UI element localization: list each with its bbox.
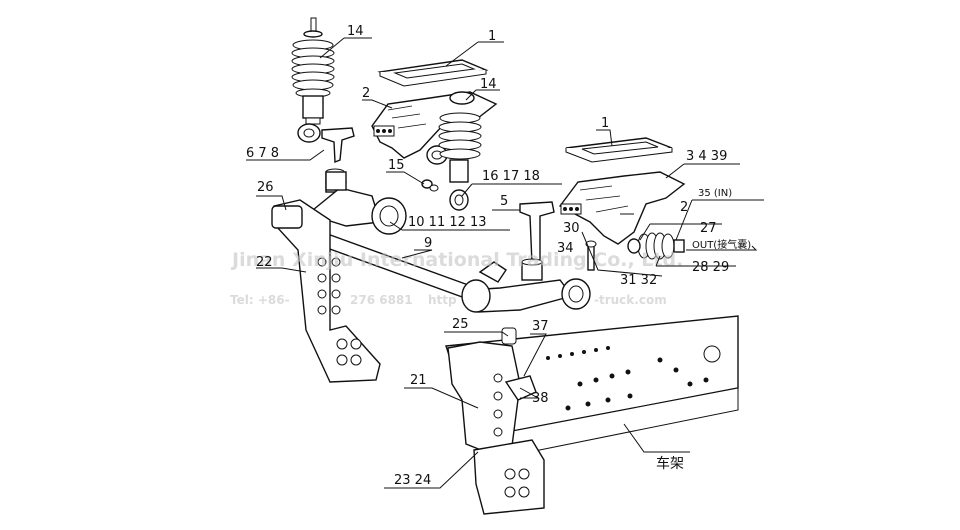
watermark-line4: http — [428, 293, 457, 307]
label-28-29: 28 29 — [692, 260, 729, 275]
mounting-plate-right — [565, 137, 673, 163]
label-26: 26 — [257, 180, 274, 195]
mounting-plate-top — [377, 59, 489, 87]
watermark-line3: 276 6881 — [350, 293, 413, 307]
label-1-top: 1 — [488, 29, 496, 44]
label-27: 27 — [700, 221, 717, 236]
label-10-11-12-13: 10 11 12 13 — [408, 215, 487, 230]
callout-labels: 14 1 14 2 6 7 8 15 16 17 18 1 3 4 39 35 … — [246, 24, 751, 488]
label-2-center: 2 — [362, 86, 370, 101]
label-30: 30 — [563, 221, 580, 236]
air-bellows-right — [627, 232, 685, 260]
label-15: 15 — [388, 158, 405, 173]
label-1-right: 1 — [601, 116, 609, 131]
label-35-in: 35 (IN) — [698, 188, 732, 199]
bracket-right — [558, 171, 686, 245]
label-6-7-8: 6 7 8 — [246, 146, 279, 161]
label-out: OUT(接气囊) — [692, 238, 751, 251]
bracket-with-spring-center — [371, 91, 498, 211]
label-23-24: 23 24 — [394, 473, 431, 488]
label-22: 22 — [256, 255, 273, 270]
label-31-32: 31 32 — [620, 273, 657, 288]
label-5: 5 — [500, 194, 508, 209]
lower-control-arm-right — [461, 261, 591, 313]
label-34: 34 — [557, 241, 574, 256]
label-38: 38 — [532, 391, 549, 406]
watermark-line5: -truck.com — [594, 293, 667, 307]
label-25: 25 — [452, 317, 469, 332]
leader-lines — [246, 37, 764, 489]
label-2-right: 2 — [680, 200, 688, 215]
label-14-left: 14 — [347, 24, 364, 39]
coil-spring-shock-left — [291, 17, 335, 143]
frame-bracket-left — [271, 199, 381, 383]
watermark-line1: Jinan Xinjiu International Trading Co., … — [230, 249, 683, 271]
watermark-line2: Tel: +86- — [230, 293, 290, 307]
frame-bracket-center — [447, 327, 545, 515]
label-21: 21 — [410, 373, 427, 388]
label-14-center: 14 — [480, 77, 497, 92]
bracket-5 — [519, 201, 555, 281]
label-9: 9 — [424, 236, 432, 251]
bolt-34 — [585, 240, 597, 271]
label-3-4-39: 3 4 39 — [686, 149, 727, 164]
label-37: 37 — [532, 319, 549, 334]
label-16-17-18: 16 17 18 — [482, 169, 540, 184]
bolt-15 — [421, 179, 439, 192]
label-frame: 车架 — [656, 455, 684, 472]
watermark: Jinan Xinjiu International Trading Co., … — [230, 249, 683, 307]
